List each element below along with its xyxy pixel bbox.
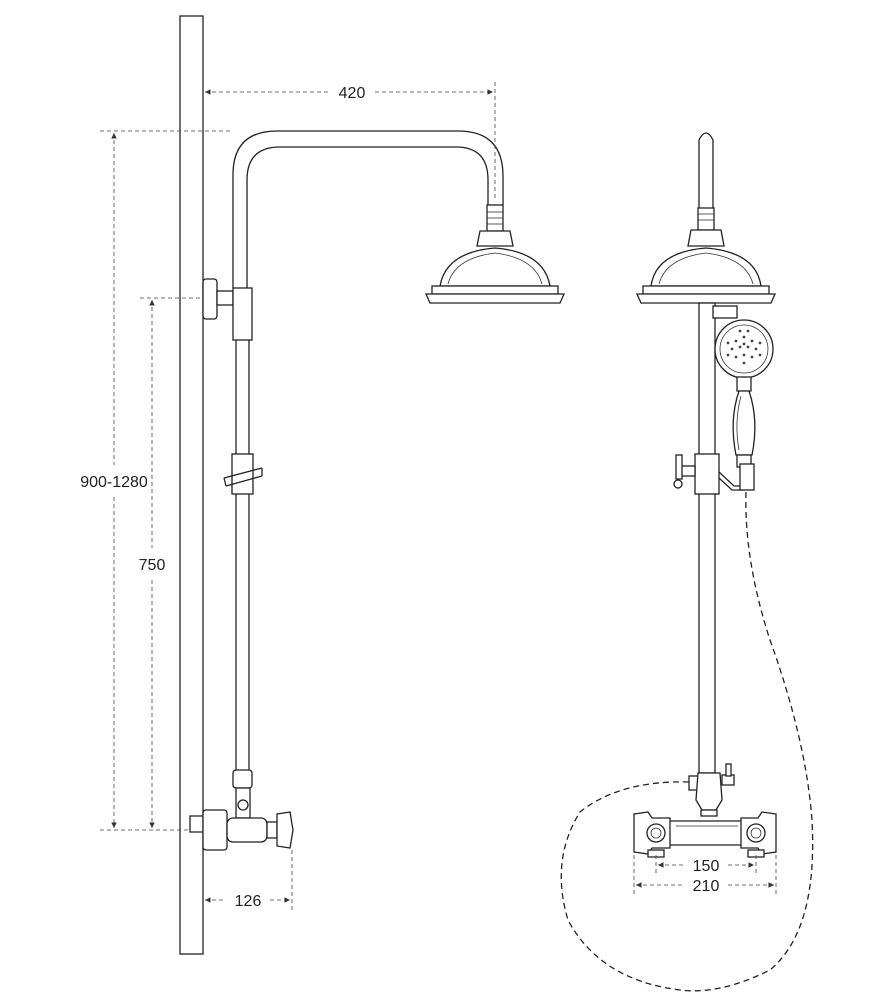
front-view: 150 210 xyxy=(560,132,814,992)
wall xyxy=(179,15,204,955)
dimension-label-height-range: 900-1280 xyxy=(80,474,148,491)
shower-head-side xyxy=(424,230,566,304)
dimension-riser-height: 750 xyxy=(139,297,202,828)
head-connector-front xyxy=(697,207,715,231)
overhead-arm xyxy=(232,130,504,288)
outlet-elbow-front xyxy=(688,763,735,817)
riser-rail xyxy=(235,340,250,770)
hand-shower xyxy=(714,319,774,468)
side-view: 420 900-1280 750 126 xyxy=(80,15,566,955)
dimension-wall-offset: 126 xyxy=(205,850,293,910)
hose-front xyxy=(560,491,814,992)
shower-head-front xyxy=(635,229,777,304)
thermostatic-bar-front xyxy=(633,811,777,858)
valve-body-side xyxy=(189,809,294,851)
dimension-label-body-width: 210 xyxy=(693,878,720,895)
dimension-label-arm-reach: 420 xyxy=(339,85,366,102)
lower-union xyxy=(232,769,253,819)
sliding-bracket-front xyxy=(673,453,755,495)
dimension-label-inlet-centres: 150 xyxy=(693,858,720,875)
dimension-body-width: 210 xyxy=(633,855,777,895)
dimension-height-range: 900-1280 xyxy=(80,130,232,831)
dimension-inlet-centres: 150 xyxy=(655,855,757,875)
dimension-label-wall-offset: 126 xyxy=(235,893,262,910)
wall-bracket-upper xyxy=(202,278,253,341)
dimension-label-riser-height: 750 xyxy=(139,557,166,574)
sliding-bracket-side xyxy=(223,453,263,495)
riser-rail-front xyxy=(698,302,716,774)
dimension-arm-reach: 420 xyxy=(205,82,496,200)
overhead-pipe-front xyxy=(698,132,714,216)
